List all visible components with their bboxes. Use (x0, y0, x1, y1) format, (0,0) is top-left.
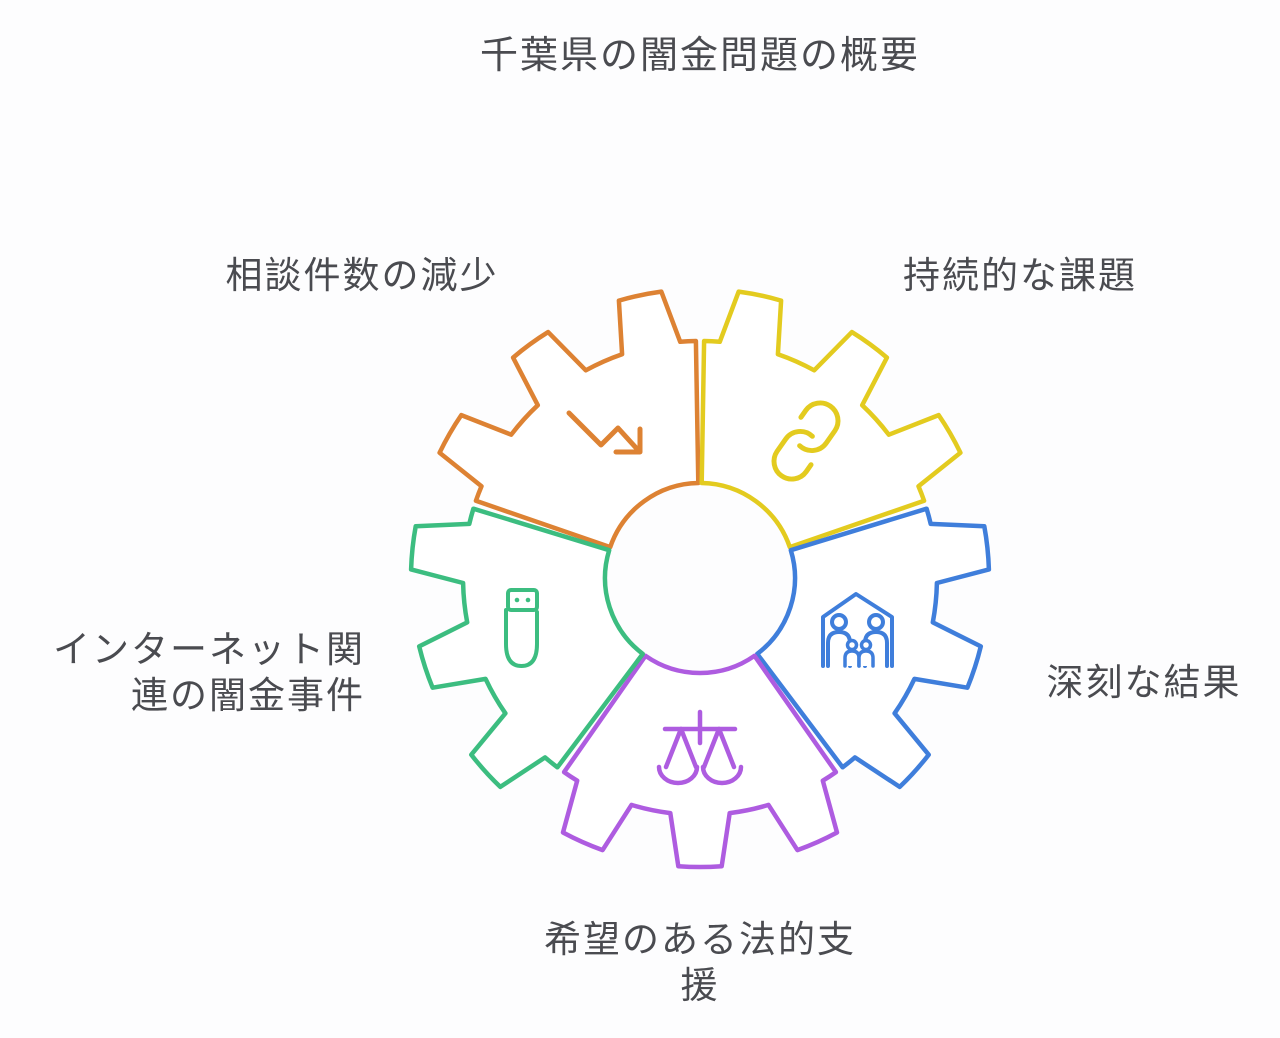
trending-down-icon (566, 410, 643, 455)
gear-segments (408, 289, 992, 870)
label-text: 希望のある法的支 (544, 919, 856, 960)
segment-label-consultation-decline: 相談件数の減少 (162, 245, 562, 299)
gear-segment-internet-loan-shark-cases (408, 506, 646, 790)
scales-of-justice-icon (656, 709, 744, 786)
link-icon (771, 400, 841, 482)
segment-label-serious-consequences: 深刻な結果 (974, 652, 1280, 706)
gear-segment-serious-consequences (754, 506, 992, 790)
segment-label-persistent-challenges: 持続的な課題 (820, 245, 1220, 299)
label-text: 連の闇金事件 (131, 675, 365, 716)
segment-label-internet-loan-shark-cases: インターネット関 連の闇金事件 (30, 627, 365, 719)
label-text: インターネット関 (53, 629, 365, 670)
family-shelter-icon (821, 592, 894, 668)
label-text: 援 (680, 965, 720, 1006)
gear-segment-consultation-decline (437, 289, 701, 550)
label-text: 深刻な結果 (1046, 662, 1242, 703)
diagram-title: 千葉県の闇金問題の概要 (479, 35, 920, 77)
label-text: 持続的な課題 (903, 255, 1137, 296)
gear-segment-persistent-challenges (699, 289, 963, 550)
gear-segment-hopeful-legal-support (560, 653, 840, 870)
usb-drive-icon (504, 588, 539, 668)
segment-label-hopeful-legal-support: 希望のある法的支 援 (500, 917, 900, 1009)
label-text: 相談件数の減少 (225, 255, 499, 296)
